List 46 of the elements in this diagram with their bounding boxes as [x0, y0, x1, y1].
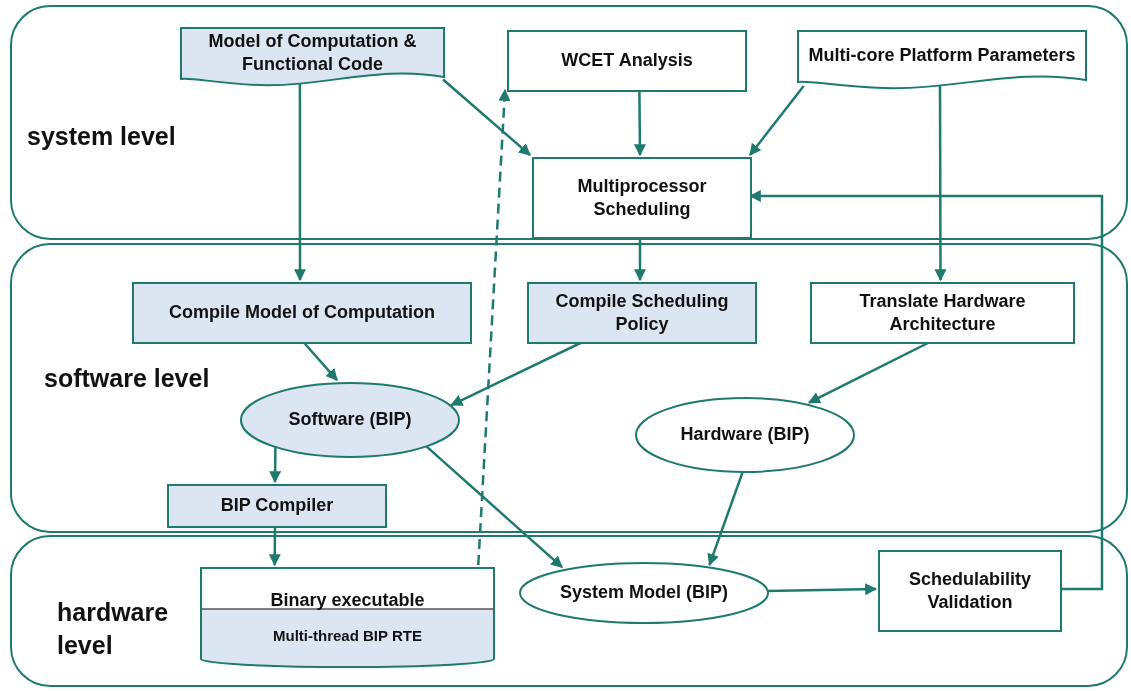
arrow — [294, 83, 306, 282]
arrow — [442, 78, 531, 156]
process-box — [878, 550, 1062, 632]
node-label: Schedulability Validation — [908, 567, 1032, 614]
document-shape — [797, 30, 1087, 92]
process-box — [132, 282, 472, 344]
arrow — [269, 446, 282, 484]
arrow — [634, 237, 646, 282]
storage-cylinder — [200, 567, 495, 667]
arrow — [302, 341, 338, 382]
document-shape — [180, 27, 445, 89]
node-label: Model of Computation & Functional Code — [207, 29, 418, 76]
node-label: Software (BIP) — [287, 408, 413, 432]
arrow — [268, 526, 281, 567]
band-title: system level — [27, 121, 177, 152]
band-title: software level — [44, 363, 211, 394]
arrow — [707, 470, 745, 567]
arrow — [633, 90, 646, 157]
process-box — [810, 282, 1075, 344]
ellipse-node — [519, 562, 769, 624]
node-label: Compile Model of Computation — [168, 301, 436, 325]
process-box — [527, 282, 757, 344]
process-box — [507, 30, 747, 92]
arrow — [766, 583, 878, 596]
level-band — [10, 243, 1128, 533]
level-band — [10, 535, 1128, 687]
node-label: Hardware (BIP) — [679, 423, 811, 447]
ellipse-node — [635, 397, 855, 473]
process-box — [532, 157, 752, 239]
arrow — [424, 444, 563, 569]
node-label: BIP Compiler — [219, 494, 335, 518]
node-label: WCET Analysis — [560, 49, 694, 73]
level-band — [10, 5, 1128, 240]
node-label: Multi-core Platform Parameters — [807, 44, 1077, 68]
node-label: Compile Scheduling Policy — [554, 289, 730, 336]
node-label: Translate Hardware Architecture — [858, 289, 1027, 336]
arrow — [477, 88, 511, 566]
process-box — [167, 484, 387, 528]
ellipse-node — [240, 382, 460, 458]
node-label: System Model (BIP) — [559, 581, 729, 605]
node-label: Binary executable — [269, 588, 426, 612]
arrow — [934, 86, 947, 282]
node-label: Multi-thread BIP RTE — [272, 625, 423, 646]
band-title: hardware level — [57, 597, 170, 661]
node-label: Multiprocessor Scheduling — [576, 174, 708, 221]
arrow — [749, 85, 805, 156]
